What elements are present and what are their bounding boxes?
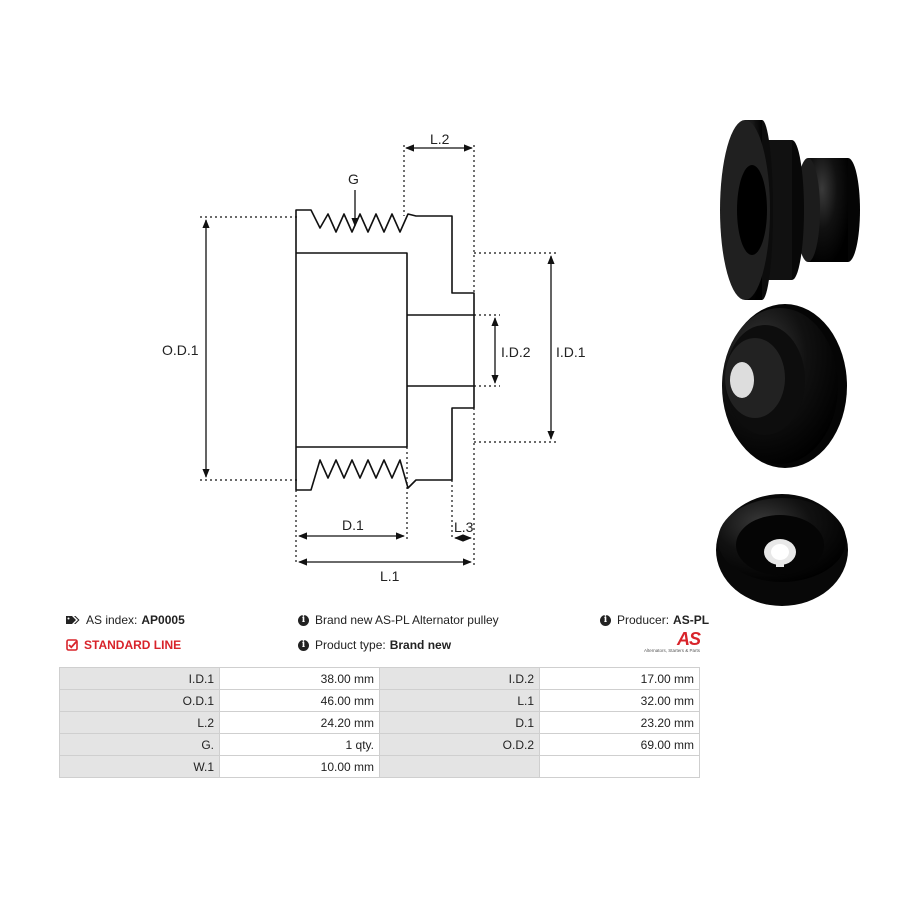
spec-label <box>379 755 540 778</box>
spec-value: 23.20 mm <box>539 711 700 734</box>
extension-lines <box>200 145 556 565</box>
info-icon: i <box>298 639 309 651</box>
label-id2: I.D.2 <box>501 344 531 360</box>
as-index-value: AP0005 <box>141 613 185 627</box>
product-type-value: Brand new <box>389 638 452 652</box>
table-row: G. 1 qty. O.D.2 69.00 mm <box>59 733 700 756</box>
spec-value: 32.00 mm <box>539 689 700 712</box>
standard-line: STANDARD LINE <box>66 638 181 652</box>
spec-value: 10.00 mm <box>219 755 380 778</box>
label-l1: L.1 <box>380 568 400 584</box>
logo-mark: AS <box>676 629 701 649</box>
product-photo-front <box>722 304 847 468</box>
dimension-lines <box>202 144 555 566</box>
label-id1: I.D.1 <box>556 344 586 360</box>
product-type-label: Product type: <box>315 638 386 652</box>
spec-value: 17.00 mm <box>539 667 700 690</box>
spec-label: D.1 <box>379 711 540 734</box>
logo-slogan: Alternators, Starters & Parts <box>643 648 700 653</box>
table-row: O.D.1 46.00 mm L.1 32.00 mm <box>59 689 700 712</box>
label-g: G <box>348 171 359 187</box>
as-index: AS index: AP0005 <box>66 613 185 627</box>
description-row: i Brand new AS-PL Alternator pulley <box>298 613 499 627</box>
check-square-icon <box>66 639 78 651</box>
as-index-label: AS index: <box>86 613 138 627</box>
spec-label: L.1 <box>379 689 540 712</box>
product-photo-back <box>716 494 848 606</box>
product-photo-side <box>720 120 860 300</box>
spec-value: 46.00 mm <box>219 689 380 712</box>
producer-value: AS-PL <box>673 613 710 627</box>
standard-line-label: STANDARD LINE <box>84 638 182 652</box>
spec-value <box>539 755 700 778</box>
product-type-row: i Product type: Brand new <box>298 638 451 652</box>
spec-value: 1 qty. <box>219 733 380 756</box>
spec-label: L.2 <box>59 711 220 734</box>
spec-label: O.D.1 <box>59 689 220 712</box>
spec-value: 38.00 mm <box>219 667 380 690</box>
table-row: W.1 10.00 mm <box>59 755 700 778</box>
description-text: Brand new AS-PL Alternator pulley <box>315 613 499 627</box>
specs-table: I.D.1 38.00 mm I.D.2 17.00 mm O.D.1 46.0… <box>59 667 700 778</box>
as-pl-logo: AS Alternators, Starters & Parts <box>630 629 701 654</box>
table-row: I.D.1 38.00 mm I.D.2 17.00 mm <box>59 667 700 690</box>
spec-value: 24.20 mm <box>219 711 380 734</box>
label-od1: O.D.1 <box>162 342 199 358</box>
spec-label: I.D.2 <box>379 667 540 690</box>
spec-label: O.D.2 <box>379 733 540 756</box>
label-d1: D.1 <box>342 517 364 533</box>
label-l3: L.3 <box>454 519 474 535</box>
producer-row: i Producer: AS-PL <box>600 613 709 627</box>
tags-icon <box>66 616 80 624</box>
producer-label: Producer: <box>617 613 670 627</box>
table-row: L.2 24.20 mm D.1 23.20 mm <box>59 711 700 734</box>
spec-value: 69.00 mm <box>539 733 700 756</box>
info-icon: i <box>600 614 611 626</box>
spec-label: W.1 <box>59 755 220 778</box>
info-icon: i <box>298 614 309 626</box>
pulley-section-outline <box>295 209 475 491</box>
label-l2: L.2 <box>430 131 450 147</box>
spec-label: I.D.1 <box>59 667 220 690</box>
spec-label: G. <box>59 733 220 756</box>
pulley-technical-drawing: G L.2 O.D.1 I.D.2 I.D.1 D.1 L.3 L.1 <box>162 120 860 606</box>
